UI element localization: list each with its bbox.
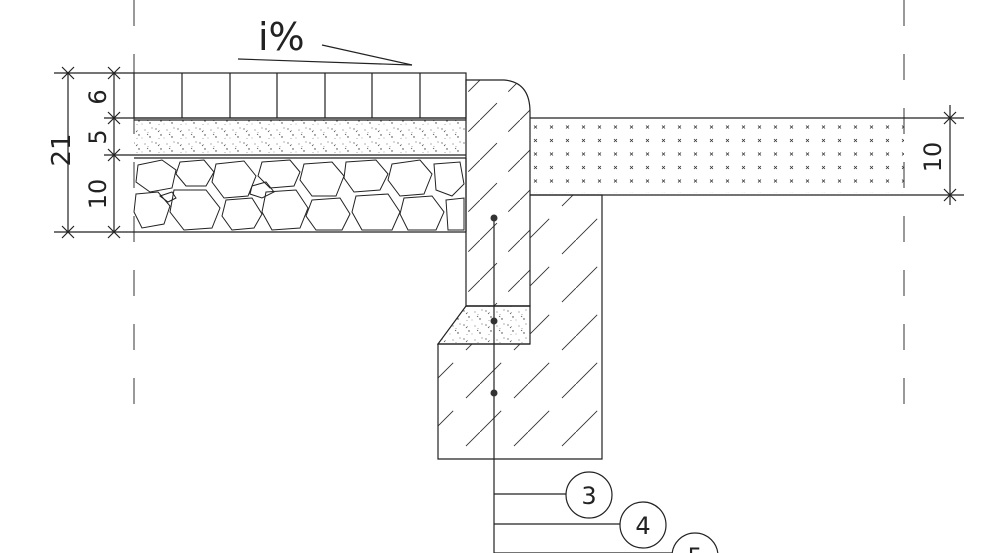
sand-bedding-layer — [134, 117, 466, 159]
right-dimension: 10 — [904, 105, 964, 205]
gravel-base-layer — [133, 158, 467, 233]
slope-label: i% — [258, 15, 305, 59]
svg-text:5: 5 — [687, 543, 702, 553]
left-dimension-chain: 21 6 5 10 — [47, 66, 134, 239]
right-fill-layer — [530, 117, 904, 196]
svg-text:4: 4 — [635, 512, 650, 540]
dimension-pavers: 6 — [84, 89, 112, 104]
callout-5: 5 — [671, 532, 719, 553]
callout-4: 4 — [619, 501, 667, 549]
curb-stone — [465, 79, 531, 307]
dimension-sand: 5 — [84, 129, 112, 144]
paver-layer — [133, 72, 467, 119]
callout-3: 3 — [565, 471, 613, 519]
callout-leader — [490, 214, 672, 553]
dimension-total: 21 — [47, 133, 77, 166]
dimension-gravel: 10 — [84, 179, 112, 210]
curb-mortar-bed — [436, 305, 531, 345]
svg-text:3: 3 — [581, 482, 596, 510]
dimension-right-layer: 10 — [919, 142, 947, 173]
dashed-reference-lines — [133, 0, 905, 420]
slope-annotation: i% — [237, 15, 413, 66]
